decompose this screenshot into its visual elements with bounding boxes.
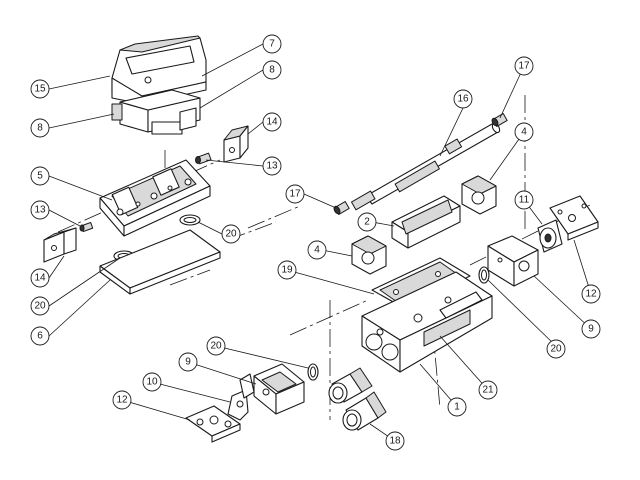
callout-label: 13 [34,205,46,216]
callout-14-lower: 14 [30,268,50,288]
callout-label: 4 [521,127,527,138]
callout-label: 12 [116,395,128,406]
callout-label: 1 [454,402,460,413]
part-5-base-frame [99,159,211,237]
part-4-bearing-upper [461,175,497,215]
callout-label: 2 [364,217,370,228]
callout-label: 21 [482,385,494,396]
callout-5: 5 [30,166,50,186]
part-12-plate-lower [185,405,241,443]
callout-1: 1 [447,397,467,417]
leader-lines [48,43,592,442]
part-2-channel [391,195,461,249]
callout-label: 20 [550,344,562,355]
part-20-washers [113,214,490,381]
callout-label: 14 [266,117,278,128]
callout-13-upper: 13 [262,156,282,176]
callout-label: 16 [457,94,469,105]
callout-13-lower: 13 [30,200,50,220]
callout-15: 15 [30,79,50,99]
callout-20-upper: 20 [221,224,241,244]
callout-label: 15 [34,84,46,95]
callout-label: 13 [266,161,278,172]
callout-12-right: 12 [581,284,601,304]
callout-label: 20 [34,301,46,312]
part-18-bolts [328,367,387,431]
callout-label: 8 [37,123,43,134]
part-1-main-body [361,271,493,373]
callout-label: 10 [146,377,158,388]
part-12-plate-right [549,195,599,241]
callout-18: 18 [385,431,405,451]
part-14-bracket-upper [223,125,249,163]
part-14-bracket-lower [43,227,77,263]
callout-16: 16 [453,89,473,109]
part-15-housing [111,35,207,105]
callout-label: 12 [585,289,597,300]
callout-label: 7 [269,39,275,50]
callout-label: 8 [269,65,275,76]
part-9-block-right [487,235,539,287]
callout-label: 20 [225,229,237,240]
callout-17-lower: 17 [285,184,305,204]
callout-20-right: 20 [546,339,566,359]
callout-4-upper: 4 [514,122,534,142]
callout-8-lower-left: 8 [30,118,50,138]
callout-label: 9 [185,357,191,368]
callout-10: 10 [142,372,162,392]
callout-7: 7 [262,34,282,54]
part-17-pins [333,113,508,215]
part-4-bearing-lower [351,235,387,275]
callout-label: 17 [518,61,530,72]
callout-label: 17 [289,189,301,200]
callout-21: 21 [478,380,498,400]
callout-label: 6 [37,331,43,342]
callout-9-lower: 9 [178,352,198,372]
callout-19: 19 [277,260,297,280]
callout-label: 20 [210,341,222,352]
callout-20-lower: 20 [206,336,226,356]
callout-6: 6 [30,326,50,346]
callout-11: 11 [514,190,534,210]
callout-20-left: 20 [30,296,50,316]
callout-label: 11 [519,195,530,206]
callout-17-upper: 17 [514,56,534,76]
callout-2: 2 [357,212,377,232]
callout-4-lower: 4 [307,240,327,260]
callout-label: 4 [314,245,320,256]
part-10-lever [227,373,255,421]
callout-label: 19 [281,265,293,276]
callout-label: 9 [588,324,594,335]
part-13-pin-upper [195,152,212,165]
callout-label: 5 [37,171,43,182]
callout-8-upper-right: 8 [262,60,282,80]
callout-9-right: 9 [581,319,601,339]
part-8-bracket-upper [111,89,201,135]
part-13-pin-lower [79,221,94,233]
callout-12-lower: 12 [112,390,132,410]
part-9-block-lower [253,363,305,415]
part-11-swivel [537,219,563,253]
callout-label: 18 [389,436,401,447]
callout-14-upper: 14 [262,112,282,132]
part-6-plate [99,229,221,295]
callout-label: 14 [34,273,46,284]
